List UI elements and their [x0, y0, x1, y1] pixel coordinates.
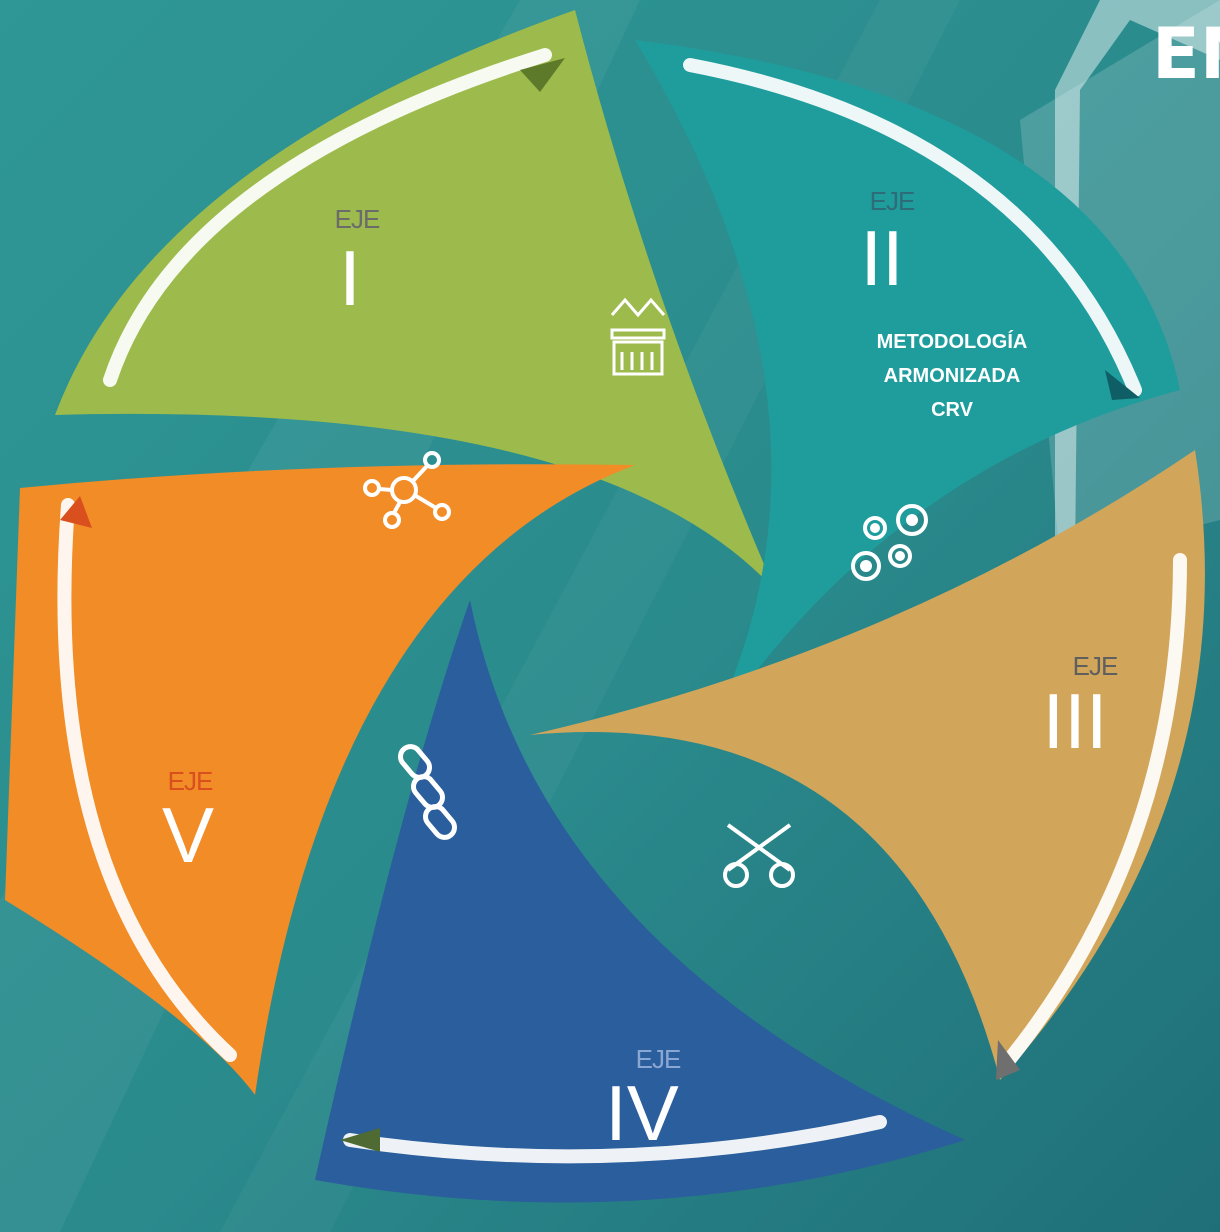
crossed-keys-icon [723, 823, 795, 888]
segment-eje-5: EJE V [5, 451, 635, 1095]
segment-eje-4-arrowhead [340, 1128, 380, 1152]
network-nodes-icon [363, 451, 451, 529]
segment-eje-4: EJE IV [315, 600, 965, 1203]
segment-eje-1-shape [55, 10, 775, 590]
segment-eje-2-arrowhead [1105, 370, 1140, 400]
gears-icon [851, 504, 928, 581]
eje-2-note-line-3: CRV [931, 399, 974, 421]
segment-eje-5-arrow [57, 498, 237, 1062]
segment-eje-1-arrowhead [520, 58, 565, 92]
segment-eje-5-arrowhead [60, 496, 92, 528]
eje-2-label: EJE [870, 186, 915, 216]
segment-eje-3-arrow [998, 553, 1187, 1072]
eje-2-note-line-1: METODOLOGÍA [877, 330, 1028, 353]
segment-eje-3-shape [530, 450, 1205, 1080]
eje-1-numeral: I [339, 234, 361, 322]
segment-eje-5-shape [5, 464, 635, 1095]
eje-2-note-line-2: ARMONIZADA [884, 365, 1021, 387]
eje-1-label: EJE [335, 204, 380, 234]
chain-link-icon [398, 744, 457, 840]
segment-eje-3-arrowhead [996, 1040, 1020, 1080]
corner-title: EM [1152, 13, 1220, 95]
segment-eje-1-arrow [103, 48, 552, 387]
eje-4-numeral: IV [605, 1069, 679, 1157]
background-panel-frame [1055, 0, 1220, 560]
segment-eje-2-shape [635, 40, 1180, 750]
segment-eje-2-arrow [683, 58, 1142, 397]
eje-3-label: EJE [1073, 651, 1118, 681]
segment-eje-2: EJE II METODOLOGÍA ARMONIZADA CRV [635, 40, 1180, 750]
eje-3-numeral: III [1042, 677, 1107, 765]
eje-2-numeral: II [860, 214, 903, 302]
castle-icon [610, 297, 666, 376]
eje-5-numeral: V [162, 791, 214, 879]
eje-5-label: EJE [168, 766, 213, 796]
segment-eje-1: EJE I [55, 10, 775, 590]
segment-eje-3: EJE III [530, 450, 1205, 1080]
segment-eje-4-shape [315, 600, 965, 1203]
segment-eje-4-arrow [343, 1115, 887, 1164]
eje-4-label: EJE [636, 1044, 681, 1074]
